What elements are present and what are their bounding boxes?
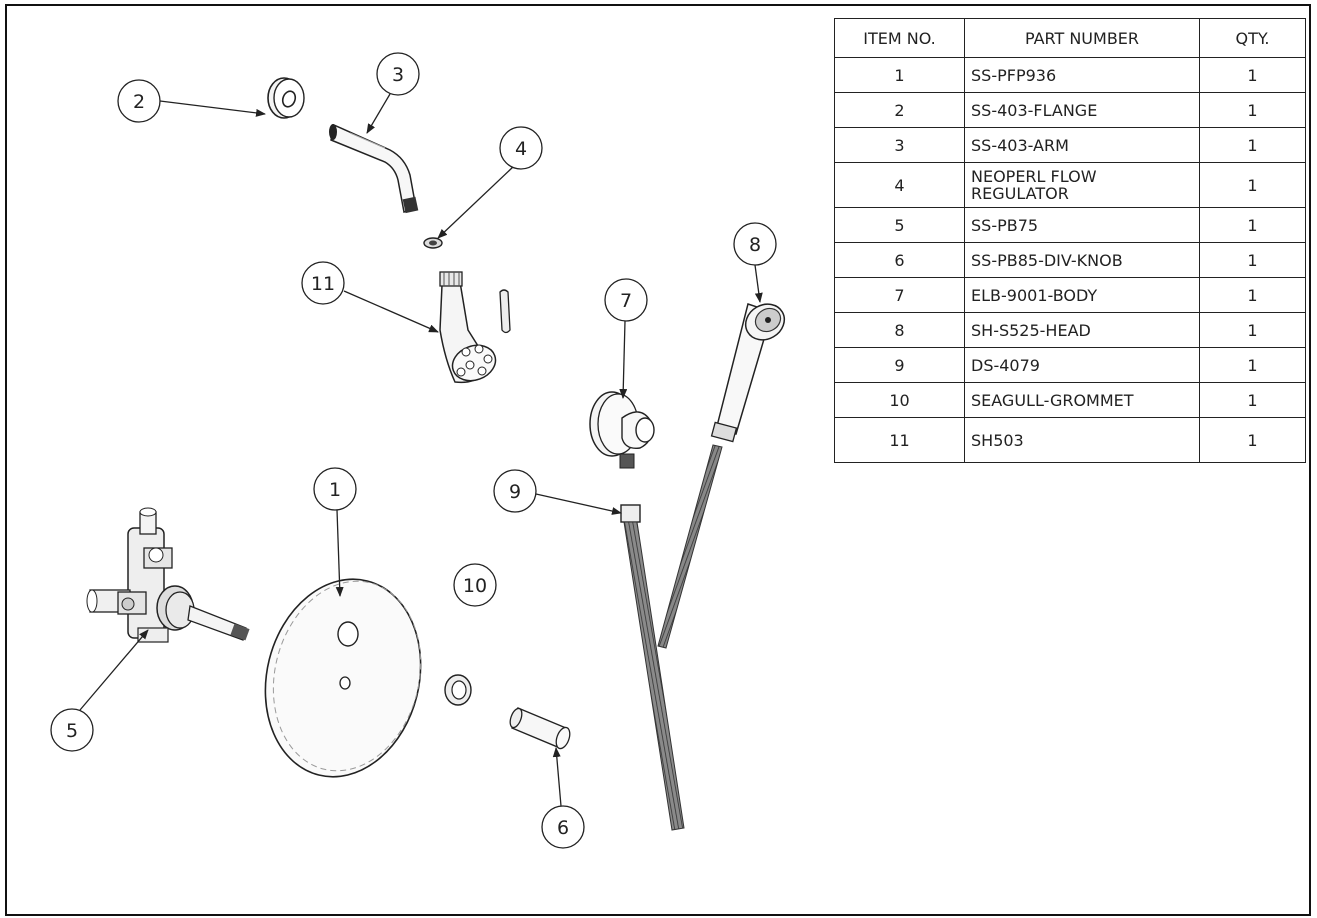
valve-body-part	[86, 507, 250, 643]
cell-part: DS-4079	[964, 347, 1200, 383]
item-balloons: 1 2 3 4 5 6 7 8	[50, 52, 777, 849]
svg-text:6: 6	[557, 817, 569, 839]
diverter-knob-part	[509, 707, 571, 750]
cell-item: 4	[834, 162, 965, 208]
cell-qty: 1	[1199, 242, 1306, 278]
balloon-5: 5	[50, 708, 94, 752]
svg-text:5: 5	[66, 720, 78, 742]
svg-text:2: 2	[133, 91, 145, 113]
table-row: 9 DS-4079 1	[834, 347, 1306, 383]
table-row: 6 SS-PB85-DIV-KNOB 1	[834, 242, 1306, 278]
cell-item: 10	[834, 382, 965, 418]
balloon-1: 1	[313, 467, 357, 511]
cell-qty: 1	[1199, 277, 1306, 313]
svg-text:9: 9	[509, 481, 521, 503]
cell-part: SS-403-ARM	[964, 127, 1200, 163]
header-part-number: PART NUMBER	[964, 18, 1200, 58]
cell-part: SEAGULL-GROMMET	[964, 382, 1200, 418]
cell-qty: 1	[1199, 162, 1306, 208]
cell-item: 5	[834, 207, 965, 243]
cell-part: SH-S525-HEAD	[964, 312, 1200, 348]
balloon-6: 6	[541, 805, 585, 849]
leader-6	[552, 747, 562, 807]
balloon-10: 10	[453, 563, 497, 607]
table-row: 1 SS-PFP936 1	[834, 57, 1306, 93]
cell-item: 3	[834, 127, 965, 163]
hand-shower-part	[657, 303, 786, 649]
table-row: 8 SH-S525-HEAD 1	[834, 312, 1306, 348]
leader-8	[754, 264, 763, 303]
table-row: 3 SS-403-ARM 1	[834, 127, 1306, 163]
header-qty: QTY.	[1199, 18, 1306, 58]
svg-text:8: 8	[749, 234, 761, 256]
svg-text:11: 11	[311, 273, 335, 295]
cell-part: SS-PB75	[964, 207, 1200, 243]
leader-3	[366, 93, 391, 134]
bill-of-materials-table: ITEM NO. PART NUMBER QTY. 1 SS-PFP936 1 …	[834, 18, 1306, 463]
leader-4	[437, 165, 515, 239]
cell-qty: 1	[1199, 417, 1306, 463]
svg-text:4: 4	[515, 138, 527, 160]
table-row: 5 SS-PB75 1	[834, 207, 1306, 243]
table-row: 10 SEAGULL-GROMMET 1	[834, 382, 1306, 418]
svg-text:1: 1	[329, 479, 341, 501]
cell-part: SS-PB85-DIV-KNOB	[964, 242, 1200, 278]
table-row: 11 SH503 1	[834, 417, 1306, 463]
drawing-sheet-border	[5, 4, 1311, 916]
cell-part: SS-PFP936	[964, 57, 1200, 93]
header-item-no: ITEM NO.	[834, 18, 965, 58]
balloon-4: 4	[499, 126, 543, 170]
leader-11	[343, 290, 439, 333]
cell-qty: 1	[1199, 127, 1306, 163]
shower-head-part	[439, 271, 511, 384]
flow-regulator-part	[423, 237, 443, 249]
table-row: 2 SS-403-FLANGE 1	[834, 92, 1306, 128]
balloon-2: 2	[117, 79, 161, 123]
flange-part	[267, 77, 305, 119]
grommet-part	[444, 674, 472, 706]
table-row: 4 NEOPERL FLOW REGULATOR 1	[834, 162, 1306, 208]
hose-part	[620, 504, 685, 831]
cell-item: 6	[834, 242, 965, 278]
cell-qty: 1	[1199, 312, 1306, 348]
svg-text:7: 7	[620, 290, 632, 312]
cell-qty: 1	[1199, 382, 1306, 418]
balloon-9: 9	[493, 469, 537, 513]
cell-item: 8	[834, 312, 965, 348]
balloon-11: 11	[301, 261, 345, 305]
balloon-8: 8	[733, 222, 777, 266]
balloon-7: 7	[604, 278, 648, 322]
cell-item: 11	[834, 417, 965, 463]
leader-9	[535, 493, 622, 515]
svg-text:3: 3	[392, 64, 404, 86]
elbow-body-part	[589, 391, 655, 469]
cell-item: 2	[834, 92, 965, 128]
leader-7	[619, 320, 628, 399]
leader-lines	[79, 93, 763, 807]
cell-part: SH503	[964, 417, 1200, 463]
cell-item: 1	[834, 57, 965, 93]
faceplate-part	[264, 578, 422, 778]
leader-2	[159, 100, 266, 117]
cell-part: SS-403-FLANGE	[964, 92, 1200, 128]
leader-5	[79, 629, 149, 711]
balloon-3: 3	[376, 52, 420, 96]
cell-qty: 1	[1199, 92, 1306, 128]
cell-qty: 1	[1199, 57, 1306, 93]
cell-qty: 1	[1199, 207, 1306, 243]
shower-arm-part	[329, 123, 419, 214]
table-row: 7 ELB-9001-BODY 1	[834, 277, 1306, 313]
svg-text:10: 10	[463, 575, 487, 597]
cell-part: ELB-9001-BODY	[964, 277, 1200, 313]
cell-item: 7	[834, 277, 965, 313]
leader-1	[335, 509, 344, 597]
cell-item: 9	[834, 347, 965, 383]
cell-qty: 1	[1199, 347, 1306, 383]
bom-header-row: ITEM NO. PART NUMBER QTY.	[834, 18, 1306, 58]
cell-part: NEOPERL FLOW REGULATOR	[964, 162, 1200, 208]
